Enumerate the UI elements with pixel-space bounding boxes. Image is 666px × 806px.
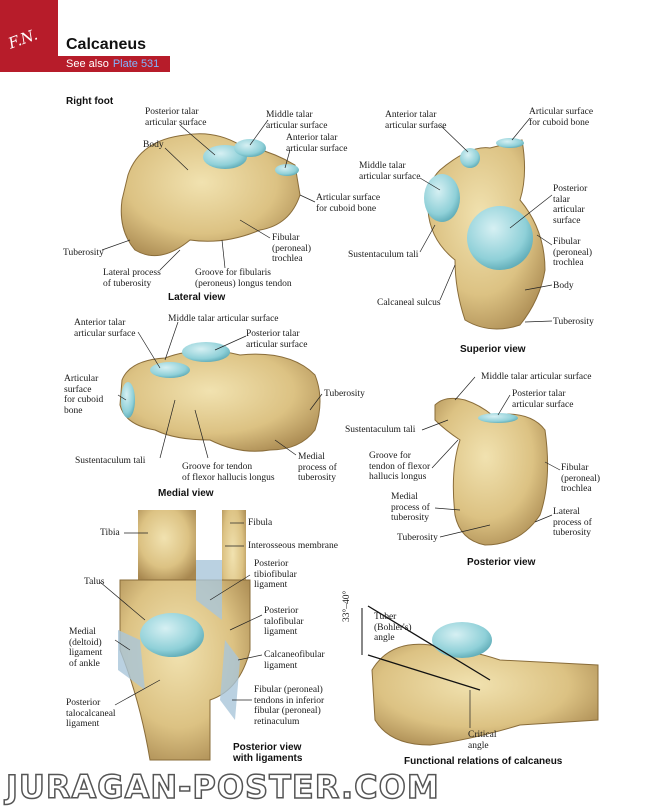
label-func-critical: Critical angle	[468, 730, 497, 751]
label-superior-anterior-talar: Anterior talar articular surface	[385, 110, 447, 131]
label-posterior-posterior-talar: Posterior talar articular surface	[512, 389, 574, 410]
label-lig-post-talocalcaneal: Posterior talocalcaneal ligament	[66, 698, 116, 729]
medial-view-bone	[119, 342, 321, 452]
medial-view-title: Medial view	[158, 488, 214, 499]
watermark: JURAGAN-POSTER.COM	[5, 767, 440, 806]
label-lig-post-tibiofibular: Posterior tibiofibular ligament	[254, 559, 297, 590]
label-lateral-groove-fibularis: Groove for fibularis (peroneus) longus t…	[195, 268, 292, 289]
leader-lines	[99, 117, 561, 728]
label-superior-body: Body	[553, 281, 574, 291]
label-func-angle-value: 33°–40°	[342, 590, 352, 622]
label-medial-process: Medial process of tuberosity	[298, 452, 337, 483]
label-lateral-anterior-talar: Anterior talar articular surface	[286, 133, 348, 154]
label-superior-middle-talar: Middle talar articular surface	[359, 161, 421, 182]
label-lig-fibular-tendons: Fibular (peroneal) tendons in inferior f…	[254, 685, 325, 727]
ligaments-view	[118, 510, 251, 761]
label-lig-calcaneofibular: Calcaneofibular ligament	[264, 650, 325, 671]
label-posterior-groove-fhl: Groove for tendon of flexor hallucis lon…	[369, 451, 431, 482]
label-posterior-middle-talar: Middle talar articular surface	[481, 372, 592, 382]
lateral-view-title: Lateral view	[168, 292, 226, 303]
label-lateral-posterior-talar: Posterior talar articular surface	[145, 107, 207, 128]
label-medial-groove-fhl: Groove for tendon of flexor hallucis lon…	[182, 462, 275, 483]
label-lateral-tuberosity: Tuberosity	[63, 248, 104, 258]
superior-view-bone	[424, 138, 546, 330]
label-posterior-fibular-trochlea: Fibular (peroneal) trochlea	[561, 463, 601, 494]
label-superior-fibular-trochlea: Fibular (peroneal) trochlea	[553, 237, 593, 268]
label-lig-interosseous: Interosseous membrane	[248, 541, 338, 551]
label-superior-tuberosity: Tuberosity	[553, 317, 594, 327]
label-superior-sustentaculum: Sustentaculum tali	[348, 250, 419, 260]
superior-view-title: Superior view	[460, 344, 526, 355]
label-superior-calcaneal-sulcus: Calcaneal sulcus	[377, 298, 441, 308]
label-lateral-body: Body	[143, 140, 164, 150]
label-lateral-process: Lateral process of tuberosity	[103, 268, 161, 289]
label-lateral-middle-talar: Middle talar articular surface	[266, 110, 328, 131]
functional-view-title: Functional relations of calcaneus	[404, 756, 563, 767]
label-lig-post-talofibular: Posterior talofibular ligament	[264, 606, 304, 637]
section-label: Right foot	[66, 96, 114, 107]
label-posterior-medial-process: Medial process of tuberosity	[391, 492, 430, 523]
label-lig-deltoid: Medial (deltoid) ligament of ankle	[69, 627, 103, 669]
label-medial-posterior-talar: Posterior talar articular surface	[246, 329, 308, 350]
label-medial-middle-talar: Middle talar articular surface	[168, 314, 279, 324]
plate-reference[interactable]: Plate 531	[112, 58, 160, 70]
label-medial-anterior-talar: Anterior talar articular surface	[74, 318, 136, 339]
netter-tab: F.N.	[0, 0, 58, 72]
ligaments-view-title: Posterior view with ligaments	[233, 742, 303, 764]
lateral-view-bone	[120, 133, 301, 257]
label-posterior-sustentaculum: Sustentaculum tali	[345, 425, 416, 435]
label-func-bohler: Tuber (Bohler's) angle	[374, 612, 412, 643]
label-medial-tuberosity: Tuberosity	[324, 389, 365, 399]
label-superior-posterior-talar: Posterior talar articular surface	[553, 184, 588, 226]
label-superior-cuboid: Articular surface for cuboid bone	[529, 107, 594, 128]
label-posterior-tuberosity: Tuberosity	[397, 533, 438, 543]
posterior-view-bone	[434, 397, 549, 546]
functional-view	[361, 605, 599, 746]
label-lig-fibula: Fibula	[248, 518, 273, 528]
label-lateral-cuboid: Articular surface for cuboid bone	[316, 193, 381, 214]
label-lateral-fibular-trochlea: Fibular (peroneal) trochlea	[272, 233, 312, 264]
label-lig-talus: Talus	[84, 577, 105, 587]
label-medial-sustentaculum: Sustentaculum tali	[75, 456, 146, 466]
label-medial-cuboid: Articular surface for cuboid bone	[64, 374, 104, 416]
label-lig-tibia: Tibia	[100, 528, 120, 538]
page-title: Calcaneus	[66, 36, 147, 53]
posterior-view-title: Posterior view	[467, 557, 536, 568]
label-posterior-lateral-process: Lateral process of tuberosity	[553, 507, 592, 538]
see-also-label: See also	[66, 58, 109, 70]
